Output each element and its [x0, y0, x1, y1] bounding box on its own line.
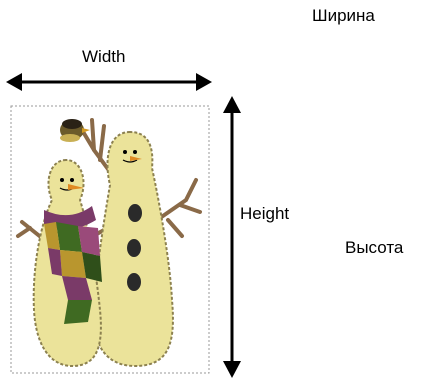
width-double-arrow-icon	[6, 73, 212, 91]
height-double-arrow-icon	[223, 96, 241, 378]
button-bottom	[127, 273, 141, 291]
button-top	[128, 204, 142, 222]
button-middle	[127, 239, 141, 257]
